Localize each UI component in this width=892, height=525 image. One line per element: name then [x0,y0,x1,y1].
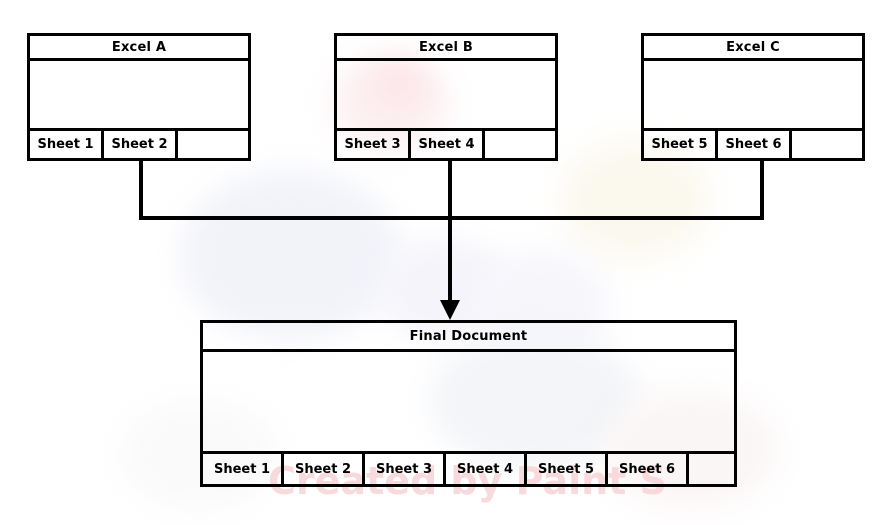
source-title-excel-b: Excel B [337,36,555,61]
sheet-tab-sheet-5[interactable]: Sheet 5 [644,131,718,158]
source-body-excel-c [644,61,862,128]
source-title-excel-c: Excel C [644,36,862,61]
final-sheet-tab-empty[interactable] [689,454,734,484]
final-sheet-tab-sheet-2[interactable]: Sheet 2 [284,454,365,484]
source-title-excel-a: Excel A [30,36,248,61]
final-document-body [203,352,734,451]
sheet-tab-sheet-6[interactable]: Sheet 6 [718,131,792,158]
final-sheet-tab-sheet-6[interactable]: Sheet 6 [608,454,689,484]
sheet-tab-empty[interactable] [178,131,248,158]
source-document-excel-c[interactable]: Excel C Sheet 5 Sheet 6 [641,33,865,161]
sheet-tab-row-final: Sheet 1 Sheet 2 Sheet 3 Sheet 4 Sheet 5 … [203,451,734,484]
sheet-tab-sheet-4[interactable]: Sheet 4 [411,131,485,158]
final-document[interactable]: Final Document Sheet 1 Sheet 2 Sheet 3 S… [200,320,737,487]
source-document-excel-a[interactable]: Excel A Sheet 1 Sheet 2 [27,33,251,161]
sheet-tab-row-excel-b: Sheet 3 Sheet 4 [337,128,555,158]
sheet-tab-row-excel-a: Sheet 1 Sheet 2 [30,128,248,158]
source-body-excel-a [30,61,248,128]
sheet-tab-empty[interactable] [792,131,862,158]
sheet-tab-sheet-3[interactable]: Sheet 3 [337,131,411,158]
connector-line-excel-a [139,158,143,220]
final-sheet-tab-sheet-5[interactable]: Sheet 5 [527,454,608,484]
merge-arrow-icon [440,300,460,320]
sheet-tab-sheet-1[interactable]: Sheet 1 [30,131,104,158]
final-document-title: Final Document [203,323,734,352]
final-sheet-tab-sheet-3[interactable]: Sheet 3 [365,454,446,484]
sheet-tab-empty[interactable] [485,131,555,158]
watermark-blob [180,170,400,340]
connector-line-excel-b [448,158,452,220]
final-sheet-tab-sheet-4[interactable]: Sheet 4 [446,454,527,484]
sheet-tab-sheet-2[interactable]: Sheet 2 [104,131,178,158]
source-document-excel-b[interactable]: Excel B Sheet 3 Sheet 4 [334,33,558,161]
sheet-tab-row-excel-c: Sheet 5 Sheet 6 [644,128,862,158]
final-sheet-tab-sheet-1[interactable]: Sheet 1 [203,454,284,484]
connector-line-excel-c [760,158,764,220]
source-body-excel-b [337,61,555,128]
connector-stem-to-final [448,216,452,304]
